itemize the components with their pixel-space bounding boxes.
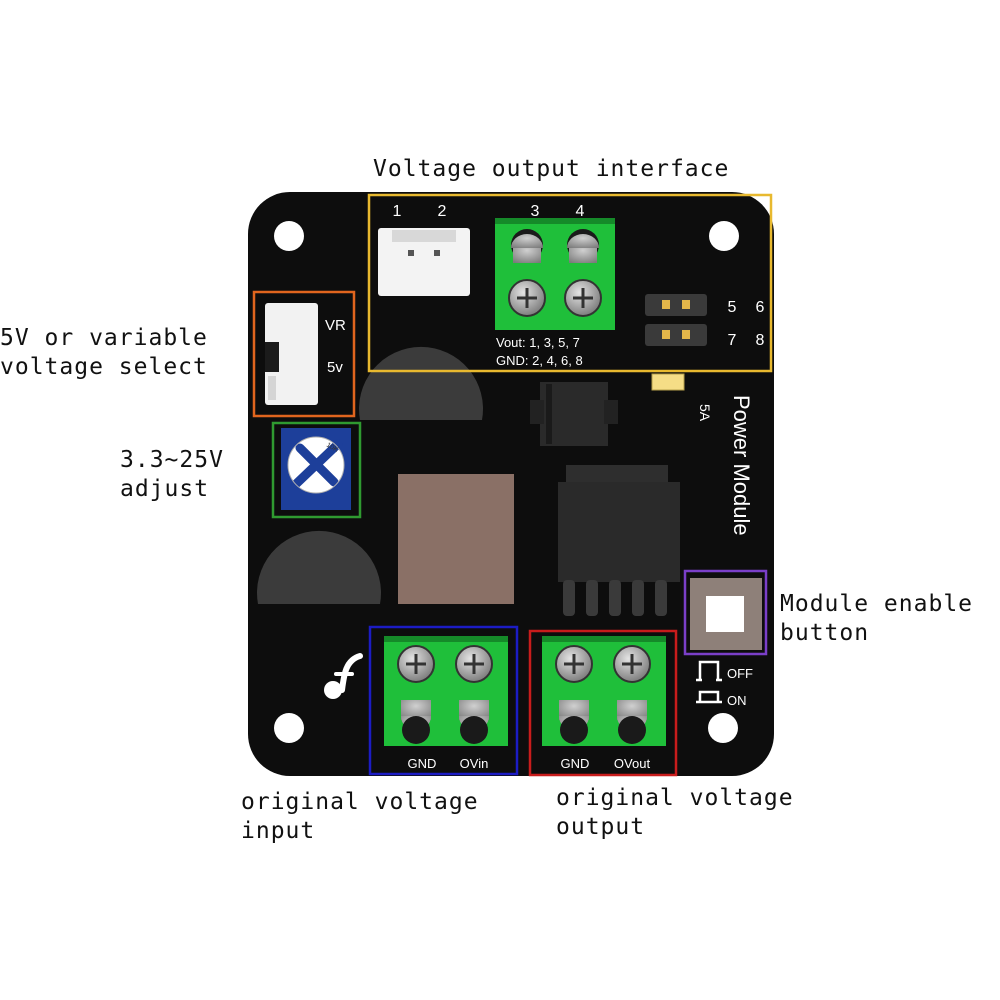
output-terminal-block <box>495 218 615 330</box>
pin-label-3: 3 <box>531 203 540 220</box>
pin-label-5: 5 <box>728 299 737 316</box>
pin-header <box>645 294 707 346</box>
input-terminal-block <box>384 636 508 746</box>
label-enable-line2: button <box>780 620 869 646</box>
voltage-select-highlight <box>252 290 356 418</box>
label-input-line2: input <box>241 818 315 844</box>
module-enable-button[interactable] <box>690 578 762 650</box>
inductor <box>398 474 514 604</box>
dfrobot-logo <box>324 653 363 699</box>
diode-component <box>530 382 618 446</box>
pin-label-8: 8 <box>756 332 765 349</box>
on-label: ON <box>727 693 747 708</box>
switch-label-vr: VR <box>325 317 346 334</box>
off-symbol-icon <box>696 660 722 682</box>
label-input-line1: original voltage <box>241 789 479 815</box>
output-ovout-label: OVout <box>614 756 651 771</box>
input-gnd-label: GND <box>408 756 437 771</box>
capacitor-top <box>359 346 483 420</box>
trimmer-potentiometer[interactable] <box>281 428 351 510</box>
pin-label-2: 2 <box>438 203 447 220</box>
pin-label-4: 4 <box>576 203 585 220</box>
mounting-hole-top-left <box>274 221 304 251</box>
on-symbol-icon <box>696 690 722 704</box>
mounting-hole-top-right <box>709 221 739 251</box>
mounting-hole-bottom-left <box>274 713 304 743</box>
label-adjust-line2: adjust <box>120 476 209 502</box>
label-enable-line1: Module enable <box>780 591 973 617</box>
switch-label-5v: 5v <box>327 359 343 376</box>
regulator-ic <box>558 465 680 616</box>
label-output-line1: original voltage <box>556 785 794 811</box>
status-led <box>651 373 685 391</box>
vout-legend: Vout: 1, 3, 5, 7 <box>496 335 580 350</box>
label-adjust-line1: 3.3~25V <box>120 447 224 473</box>
board-title: Power Module <box>729 395 754 536</box>
pin-label-7: 7 <box>728 332 737 349</box>
input-ovin-label: OVin <box>460 756 489 771</box>
mounting-hole-bottom-right <box>708 713 738 743</box>
label-select-line1: 5V or variable <box>0 325 208 351</box>
output-gnd-label: GND <box>561 756 590 771</box>
jst-connector <box>378 228 470 296</box>
current-rating: 5A <box>697 404 713 422</box>
pin-label-1: 1 <box>393 203 402 220</box>
original-output-terminal-block <box>542 636 666 746</box>
voltage-select-switch <box>265 303 318 405</box>
gnd-legend: GND: 2, 4, 6, 8 <box>496 353 583 368</box>
label-output-interface: Voltage output interface <box>373 156 729 182</box>
input-highlight <box>368 625 519 776</box>
label-output-line2: output <box>556 814 645 840</box>
adjust-highlight <box>271 421 362 519</box>
capacitor-bottom <box>257 530 382 604</box>
enable-highlight <box>683 569 768 656</box>
off-label: OFF <box>727 666 753 681</box>
pin-label-6: 6 <box>756 299 765 316</box>
output-original-highlight <box>528 629 678 777</box>
label-select-line2: voltage select <box>0 354 208 380</box>
output-interface-highlight <box>367 193 773 373</box>
